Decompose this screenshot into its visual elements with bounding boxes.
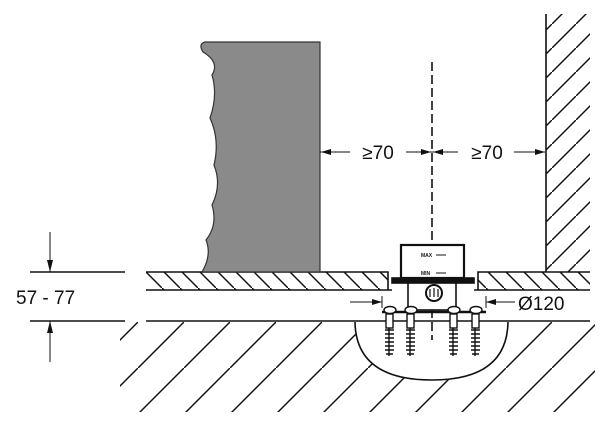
dim-floor-height-label: 57 - 77: [16, 288, 75, 309]
dim-toilet-center-label: ≥70: [362, 143, 394, 164]
dim-center-wall-label: ≥70: [471, 143, 503, 164]
screed-layer: [146, 271, 590, 291]
box-max-label: MAX: [421, 253, 433, 259]
toilet: [200, 41, 321, 273]
dimension-diameter: [350, 296, 515, 308]
dimension-floor-height: [30, 232, 125, 362]
drain-box: [391, 243, 475, 311]
base-floor: [120, 320, 595, 412]
box-min-label: MIN: [421, 271, 431, 277]
wall: [545, 14, 590, 272]
anchor-screws: [382, 305, 486, 357]
dim-diameter-label: Ø120: [518, 294, 564, 315]
